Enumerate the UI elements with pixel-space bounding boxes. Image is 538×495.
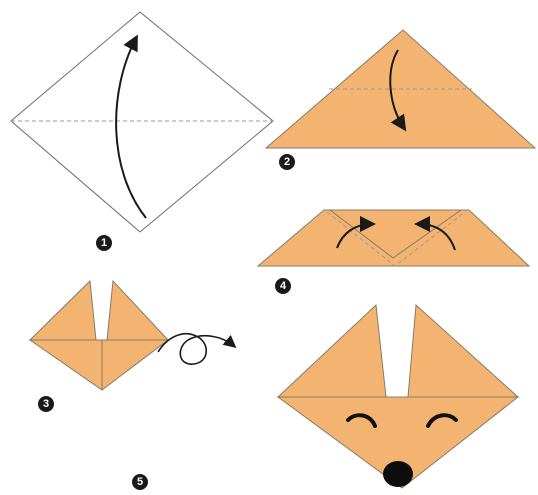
step-5-right-eye-icon	[426, 413, 458, 428]
step-1-fold-arrow-icon	[115, 34, 147, 219]
step-5-left-eye-icon	[346, 413, 377, 428]
step-4-diagram	[256, 209, 531, 267]
step-5-right-ear	[407, 303, 520, 398]
step-3-turn-over-arrow-icon	[157, 332, 237, 365]
step-5-left-ear	[276, 303, 387, 398]
step-number-4: 4	[275, 278, 291, 294]
step-number-3: 3	[38, 396, 54, 412]
step-4-right-fold-arrow-icon	[414, 216, 456, 251]
step-1-diagram	[10, 11, 274, 233]
step-5-diagram	[276, 303, 520, 489]
step-number-5: 5	[132, 474, 148, 490]
step-3-diagram	[28, 279, 237, 391]
step-3-right-ear	[106, 279, 170, 341]
step-5-nose-icon	[383, 461, 413, 487]
step-3-left-ear	[28, 279, 97, 341]
step-2-diagram	[264, 29, 537, 149]
step-1-paper-square	[10, 11, 274, 233]
step-4-paper-trapezoid	[256, 209, 531, 267]
step-2-fold-arrow-icon	[389, 49, 407, 132]
step-number-2: 2	[279, 154, 295, 170]
step-number-1: 1	[96, 235, 112, 251]
step-4-left-fold-arrow-icon	[336, 216, 376, 249]
step-3-fox-face	[28, 339, 170, 391]
step-4-v-crease	[329, 209, 462, 259]
